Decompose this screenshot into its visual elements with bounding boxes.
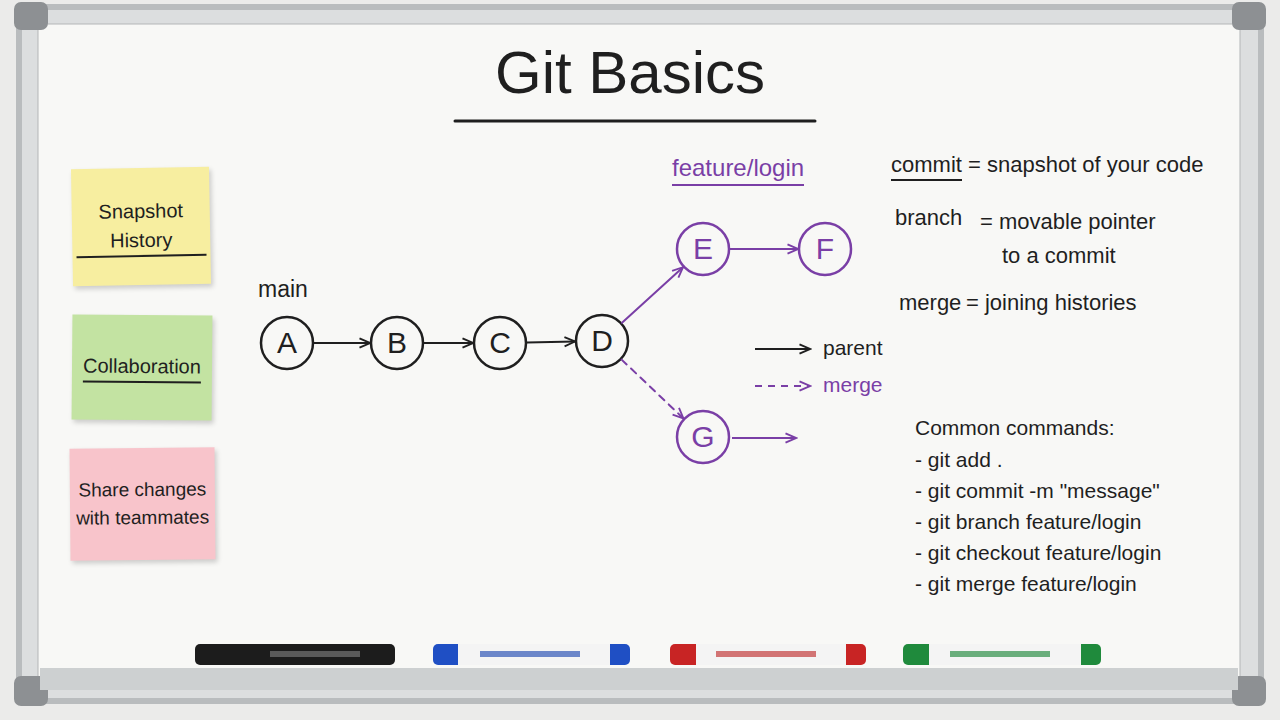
marker-cap [670,644,866,665]
circle-stroke [474,317,526,369]
commit-letter: D [591,324,613,358]
legend-text: parent [823,336,883,360]
note-text: Share changes with teammates [74,475,211,532]
connector-arrow [424,342,473,344]
note-text: Collaboration [83,351,201,383]
connector-arrow [622,360,684,419]
commit-letter: G [691,420,714,454]
title-underline [455,120,815,123]
marker-cap [903,644,1101,665]
open-arrow [732,437,796,439]
black-marker [195,644,395,665]
legend-text: merge [823,373,883,397]
marker-label [950,651,1050,657]
commit-circle: C [472,315,528,371]
board-label: Common commands: [915,416,1115,440]
commit-circle: E [675,221,731,277]
board-frame-inner [22,10,1258,698]
circle-stroke [261,317,313,369]
marker-label [270,651,360,657]
commit-circle: F [797,221,853,277]
marker-label [480,651,580,657]
marker-body [696,644,846,665]
board-label: merge [899,290,961,316]
board-label: - git branch feature/login [915,510,1141,534]
blue-marker [433,644,630,665]
board-label: commit [891,152,962,181]
commit-letter: A [277,326,297,360]
commit-circle: G [675,409,731,465]
circle-stroke [371,317,423,369]
marker-label [716,651,816,657]
board-label: - git checkout feature/login [915,541,1161,565]
sticky-note: Share changes with teammates [70,447,216,560]
board-title: Git Basics [330,36,930,110]
marker-body [195,644,395,665]
commit-letter: E [693,232,713,266]
board-label: branch [895,205,962,231]
connector-arrow [730,248,798,250]
board-label: = snapshot of your code [968,152,1203,178]
circle-stroke [677,223,729,275]
commit-circle: B [369,315,425,371]
green-marker [903,644,1101,665]
marker-body [929,644,1081,665]
board-label: - git add . [915,448,1003,472]
marker-body [458,644,610,665]
connector-arrow [622,267,683,323]
sticky-note: Snapshot History [71,167,211,286]
marker-tray [40,668,1238,690]
circle-stroke [677,411,729,463]
board-label: feature/login [672,154,804,186]
circle-stroke [799,223,851,275]
board-label: - git merge feature/login [915,572,1137,596]
board-label: main [258,276,308,303]
red-marker [670,644,866,665]
board-label: = movable pointer to a commit [980,205,1168,273]
connector-arrow [314,342,370,344]
legend-merge-sample [755,385,810,387]
commit-circle: A [259,315,315,371]
frame-corner [14,2,48,30]
board-frame [16,4,1264,704]
circle-stroke [576,315,628,367]
note-text: Snapshot History [75,195,206,257]
sticky-note: Collaboration [72,314,213,420]
board-surface [38,24,1240,682]
commit-letter: B [387,326,407,360]
board-label: = joining histories [966,290,1137,316]
commit-letter: C [489,326,511,360]
commit-circle: D [574,313,630,369]
connector-arrow [527,342,575,343]
commit-letter: F [816,232,834,266]
frame-corner [1232,2,1266,30]
board-label: - git commit -m "message" [915,479,1160,503]
marker-cap [433,644,630,665]
legend-parent-sample [755,348,810,350]
